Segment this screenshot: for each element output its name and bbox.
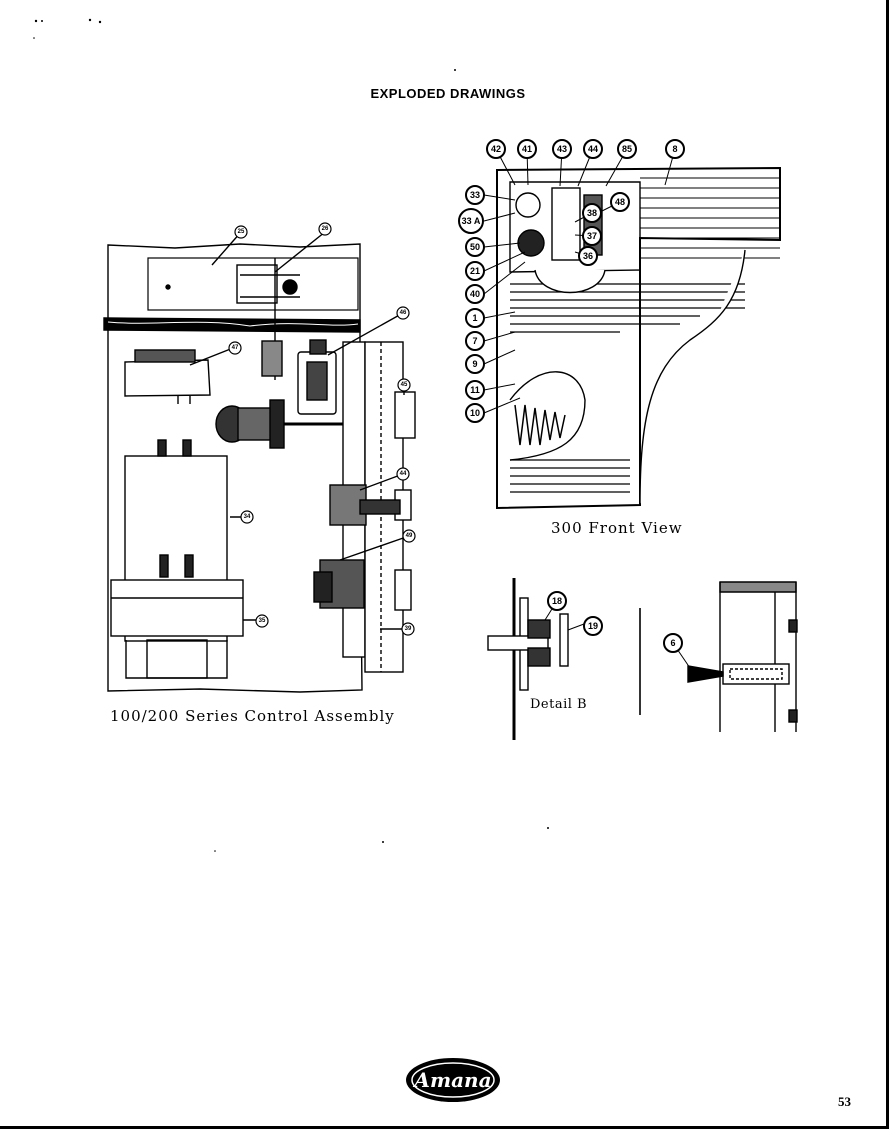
logo-text: Amana [412,1068,491,1092]
svg-text:85: 85 [622,144,632,154]
caption-detail-b: Detail B [530,697,588,712]
scan-specks [33,18,549,852]
svg-text:1: 1 [472,313,477,323]
callout-1: 1 [465,308,485,328]
callout-25: 25 [234,225,248,239]
callout-37: 37 [582,226,602,246]
svg-text:33 A: 33 A [462,216,481,226]
svg-text:38: 38 [587,208,597,218]
callout-7: 7 [465,331,485,351]
callout-43: 43 [552,139,572,159]
control-assembly-callouts: 25 26 46 47 45 44 49 34 35 39 [228,222,416,636]
callout-8: 8 [665,139,685,159]
svg-text:40: 40 [470,289,480,299]
svg-text:48: 48 [615,197,625,207]
svg-text:44: 44 [400,471,407,477]
svg-text:46: 46 [400,310,407,316]
caption-control-assembly: 100/200 Series Control Assembly [110,707,395,725]
svg-text:41: 41 [522,144,532,154]
callout-44: 44 [396,467,410,481]
callout-48: 48 [610,192,630,212]
svg-text:34: 34 [244,514,251,520]
svg-text:33: 33 [470,190,480,200]
front-view-drawing [483,148,781,510]
svg-text:9: 9 [472,359,477,369]
svg-text:18: 18 [552,596,562,606]
svg-text:21: 21 [470,266,480,276]
callout-19: 19 [583,616,603,636]
svg-text:8: 8 [672,144,677,154]
callout-38: 38 [582,203,602,223]
callout-50: 50 [465,237,485,257]
svg-text:7: 7 [472,336,477,346]
callout-40: 40 [465,284,485,304]
callout-85: 85 [617,139,637,159]
caption-front-view: 300 Front View [551,519,683,537]
page-number: 53 [838,1094,851,1109]
svg-text:50: 50 [470,242,480,252]
page-title: EXPLODED DRAWINGS [370,86,526,101]
detail-b-drawing [487,578,798,740]
callout-9: 9 [465,354,485,374]
callout-44-front: 44 [583,139,603,159]
svg-text:19: 19 [588,621,598,631]
svg-text:26: 26 [322,226,329,232]
callout-34: 34 [240,510,254,524]
callout-49: 49 [402,529,416,543]
svg-text:42: 42 [491,144,501,154]
svg-text:49: 49 [406,533,413,539]
callout-35: 35 [255,614,269,628]
callout-39: 39 [401,622,415,636]
svg-text:25: 25 [238,229,245,235]
callout-41: 41 [517,139,537,159]
svg-text:44: 44 [588,144,598,154]
callout-36: 36 [578,246,598,266]
callout-21: 21 [465,261,485,281]
svg-text:39: 39 [405,626,412,632]
svg-text:36: 36 [583,251,593,261]
callout-33: 33 [465,185,485,205]
callout-26: 26 [318,222,332,236]
front-view-callouts: 42 41 43 44 85 8 33 33 A 50 21 40 1 7 9 … [458,139,685,423]
callout-47: 47 [228,341,242,355]
svg-text:45: 45 [401,382,408,388]
svg-text:37: 37 [587,231,597,241]
detail-callouts: 18 19 6 [547,591,683,653]
control-assembly-drawing [103,231,416,693]
svg-text:10: 10 [470,408,480,418]
callout-45: 45 [397,378,411,392]
svg-text:47: 47 [232,345,239,351]
callout-18: 18 [547,591,567,611]
callout-42: 42 [486,139,506,159]
svg-text:35: 35 [259,618,266,624]
callout-46: 46 [396,306,410,320]
callout-6: 6 [663,633,683,653]
svg-text:43: 43 [557,144,567,154]
callout-10: 10 [465,403,485,423]
svg-text:11: 11 [470,385,480,395]
callout-11: 11 [465,380,485,400]
callout-33a: 33 A [458,208,484,234]
amana-logo: Amana [406,1058,500,1102]
svg-text:6: 6 [670,638,675,648]
